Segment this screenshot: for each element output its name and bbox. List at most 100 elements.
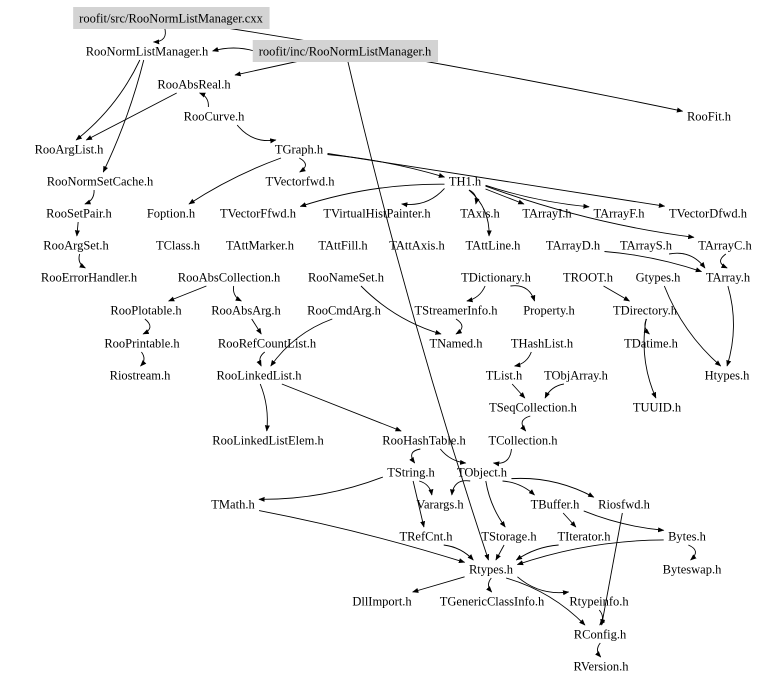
edge-tdirectory-to-tuuid [643, 318, 657, 399]
node-rooabsreal[interactable]: RooAbsReal.h [157, 78, 231, 92]
node-tarrayi[interactable]: TArrayI.h [522, 207, 572, 221]
node-label: THashList.h [511, 337, 574, 351]
node-tlist[interactable]: TList.h [486, 369, 523, 383]
node-tgraph[interactable]: TGraph.h [275, 143, 324, 157]
node-tbuffer[interactable]: TBuffer.h [531, 498, 580, 512]
node-tvirtualhistpainter[interactable]: TVirtualHistPainter.h [323, 207, 431, 221]
edge-rooabsarg-to-roorefcountlist [251, 318, 262, 335]
node-inc_h[interactable]: roofit/inc/RooNormListManager.h [252, 40, 439, 62]
node-roofit[interactable]: RooFit.h [687, 110, 732, 124]
node-label: RooCmdArg.h [307, 304, 381, 318]
node-property[interactable]: Property.h [523, 304, 575, 318]
node-tdictionary[interactable]: TDictionary.h [461, 271, 531, 285]
node-tstorage[interactable]: TStorage.h [481, 530, 537, 544]
node-taxis[interactable]: TAxis.h [460, 207, 500, 221]
node-roocurve[interactable]: RooCurve.h [184, 110, 246, 124]
node-titerator[interactable]: TIterator.h [557, 530, 611, 544]
node-tdatime[interactable]: TDatime.h [624, 337, 679, 351]
node-riosfwd[interactable]: Riosfwd.h [598, 498, 650, 512]
node-thashlist[interactable]: THashList.h [511, 337, 574, 351]
node-label: RooAbsCollection.h [178, 271, 281, 285]
node-tarray[interactable]: TArray.h [706, 271, 751, 285]
node-tattline[interactable]: TAttLine.h [466, 239, 522, 253]
node-tcollection[interactable]: TCollection.h [488, 434, 558, 448]
node-tdirectory[interactable]: TDirectory.h [613, 304, 678, 318]
node-roonormsetcache[interactable]: RooNormSetCache.h [47, 175, 154, 189]
node-label: RooSetPair.h [46, 207, 112, 221]
node-tnamed[interactable]: TNamed.h [429, 337, 483, 351]
node-rtypes[interactable]: Rtypes.h [469, 563, 514, 577]
node-tvectorfwd[interactable]: TVectorfwd.h [265, 175, 335, 189]
node-tuuid[interactable]: TUUID.h [633, 401, 682, 415]
node-varargs[interactable]: Varargs.h [416, 498, 464, 512]
node-rversion[interactable]: RVersion.h [574, 660, 630, 674]
node-rconfig[interactable]: RConfig.h [574, 628, 627, 642]
edge-th1-to-tarrayf [485, 184, 590, 209]
node-roorefcountlist[interactable]: RooRefCountList.h [218, 337, 317, 351]
node-roonameset[interactable]: RooNameSet.h [308, 271, 385, 285]
node-gtypes[interactable]: Gtypes.h [636, 271, 682, 285]
node-tstring[interactable]: TString.h [387, 466, 435, 480]
node-tvectordfwd[interactable]: TVectorDfwd.h [669, 207, 748, 221]
node-rooplotable[interactable]: RooPlotable.h [110, 304, 182, 318]
edge-rconfig-to-rversion [595, 642, 602, 658]
edge-th1-to-taxis [469, 189, 480, 205]
node-label: TSeqCollection.h [489, 401, 578, 415]
node-bytes[interactable]: Bytes.h [668, 530, 707, 544]
node-tarrayc[interactable]: TArrayC.h [698, 239, 752, 253]
node-rooerrorhandler[interactable]: RooErrorHandler.h [41, 271, 138, 285]
node-tstreamerinfo[interactable]: TStreamerInfo.h [415, 304, 499, 318]
node-label: TAxis.h [460, 207, 500, 221]
edge-rtypes-to-rtypeinfo [517, 576, 570, 596]
node-label: TCollection.h [488, 434, 558, 448]
node-riostream[interactable]: Riostream.h [110, 369, 172, 383]
node-tarrays[interactable]: TArrayS.h [620, 239, 673, 253]
node-roosetpair[interactable]: RooSetPair.h [46, 207, 112, 221]
node-roocmdarg[interactable]: RooCmdArg.h [307, 304, 381, 318]
node-dllimport[interactable]: DllImport.h [352, 595, 412, 609]
node-label: Foption.h [147, 207, 196, 221]
node-tmath[interactable]: TMath.h [211, 498, 255, 512]
node-th1[interactable]: TH1.h [449, 175, 482, 189]
node-label: TAttFill.h [318, 239, 368, 253]
edge-tmath-to-rtypes [258, 510, 466, 564]
node-rooprintable[interactable]: RooPrintable.h [104, 337, 180, 351]
node-src_cxx[interactable]: roofit/src/RooNormListManager.cxx [73, 7, 270, 29]
node-tattfill[interactable]: TAttFill.h [318, 239, 368, 253]
edge-tlist-to-tseqcollection [511, 383, 526, 399]
node-tseqcollection[interactable]: TSeqCollection.h [489, 401, 578, 415]
node-byteswap[interactable]: Byteswap.h [663, 563, 722, 577]
node-rtypeinfo[interactable]: Rtypeinfo.h [569, 595, 629, 609]
node-rooabsarg[interactable]: RooAbsArg.h [211, 304, 281, 318]
node-roolinkedlistelem[interactable]: RooLinkedListElem.h [212, 434, 324, 448]
node-tattaxis[interactable]: TAttAxis.h [389, 239, 445, 253]
node-roohashtable[interactable]: RooHashTable.h [382, 434, 466, 448]
node-label: TUUID.h [633, 401, 682, 415]
node-roonormlistmanager[interactable]: RooNormListManager.h [86, 45, 209, 59]
node-label: TVirtualHistPainter.h [323, 207, 431, 221]
highlight-box [252, 40, 439, 62]
node-label: RooLinkedList.h [216, 369, 302, 383]
node-tarrayd[interactable]: TArrayD.h [546, 239, 601, 253]
node-tgenericclassinfo[interactable]: TGenericClassInfo.h [440, 595, 545, 609]
node-htypes[interactable]: Htypes.h [705, 369, 751, 383]
node-rooabscollection[interactable]: RooAbsCollection.h [178, 271, 281, 285]
node-tobjarray[interactable]: TObjArray.h [544, 369, 609, 383]
node-roolinkedlist[interactable]: RooLinkedList.h [216, 369, 302, 383]
node-foption[interactable]: Foption.h [147, 207, 196, 221]
node-label: TVectorfwd.h [265, 175, 335, 189]
node-tarrayf[interactable]: TArrayF.h [593, 207, 645, 221]
node-tclass[interactable]: TClass.h [156, 239, 201, 253]
node-rooargset[interactable]: RooArgSet.h [43, 239, 109, 253]
node-label: Byteswap.h [663, 563, 722, 577]
node-trefcnt[interactable]: TRefCnt.h [399, 530, 453, 544]
edge-tgraph-to-tvectordfwd [327, 153, 666, 208]
node-label: TGraph.h [275, 143, 324, 157]
node-rooarglist[interactable]: RooArgList.h [35, 143, 105, 157]
node-tvectorffwd[interactable]: TVectorFfwd.h [220, 207, 297, 221]
node-tattmarker[interactable]: TAttMarker.h [226, 239, 295, 253]
node-troot[interactable]: TROOT.h [563, 271, 614, 285]
node-label: Riosfwd.h [598, 498, 650, 512]
edge-troot-to-tdirectory [603, 285, 631, 302]
node-tobject[interactable]: TObject.h [457, 466, 508, 480]
